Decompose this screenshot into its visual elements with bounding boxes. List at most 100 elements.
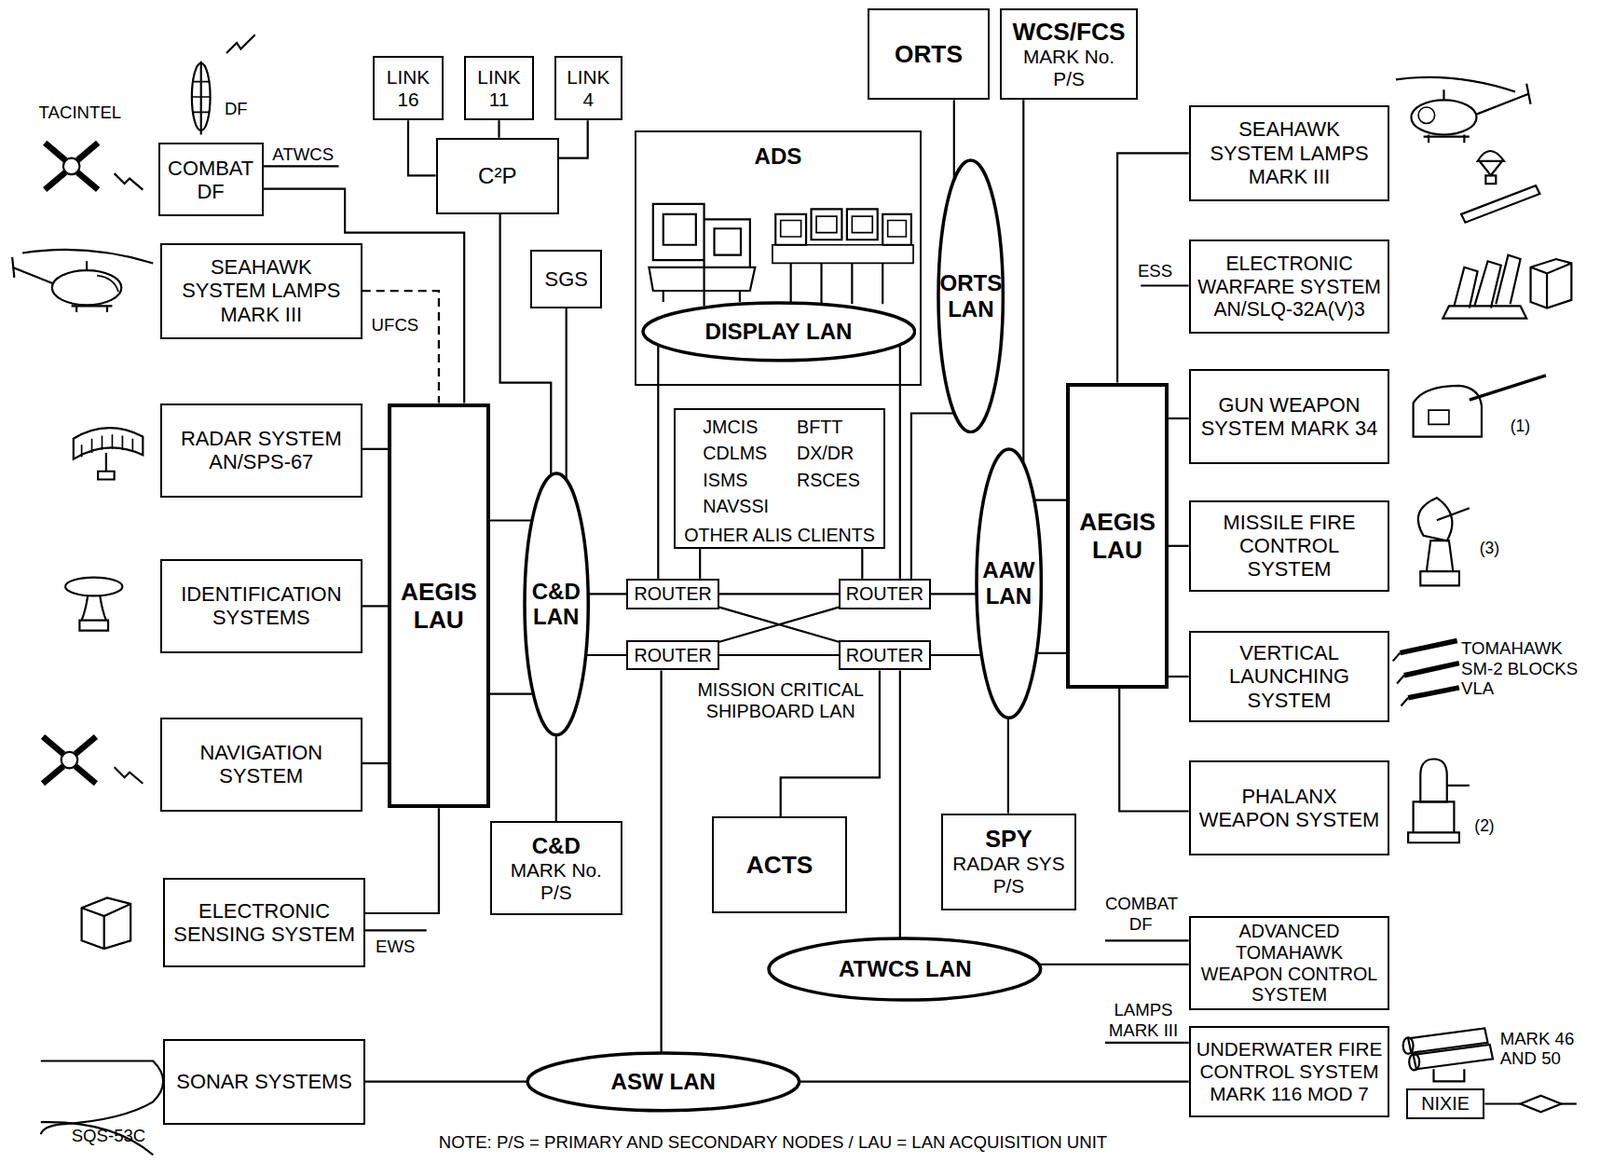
connector-line xyxy=(659,670,662,1053)
ellipse-shape xyxy=(642,302,916,361)
lan-ellipse: ORTS LAN xyxy=(936,158,1005,435)
connector-line xyxy=(362,290,439,403)
lan-ellipse: ATWCS LAN xyxy=(766,936,1043,1002)
system-box: C²P xyxy=(436,137,560,215)
node-label: DISPLAY LAN xyxy=(705,318,853,345)
ellipse-shape xyxy=(976,449,1041,718)
connector-line xyxy=(588,592,627,595)
system-box: WCS/FCSMARK No. P/S xyxy=(999,8,1138,101)
connector-line xyxy=(362,448,388,451)
link-box: LINK 11 xyxy=(464,55,534,121)
node-sublabel: MARK No. P/S xyxy=(496,859,616,904)
text-area: ADS xyxy=(636,132,920,172)
system-box: ELECTRONIC WARFARE SYSTEM AN/SLQ-32A(V)3 xyxy=(1189,239,1391,334)
node-label: JMCIS xyxy=(702,416,758,438)
callout-number: (1) xyxy=(1510,416,1542,436)
node-label: ELECTRONIC WARFARE SYSTEM AN/SLQ-32A(V)3 xyxy=(1195,252,1384,321)
node-label: SEAHAWK SYSTEM LAMPS MARK III xyxy=(166,255,356,327)
node-label: C²P xyxy=(478,163,517,190)
node-label: ROUTER xyxy=(634,583,712,605)
system-box: PHALANX WEAPON SYSTEM xyxy=(1189,760,1391,856)
lan-ellipse: ASW LAN xyxy=(525,1051,802,1113)
connector-line xyxy=(1168,417,1190,420)
group-box: ADS DISPLAY LAN xyxy=(634,130,922,386)
connector-line xyxy=(719,654,839,657)
text-area: SGS xyxy=(532,251,601,306)
node-label: ACTS xyxy=(746,850,814,879)
connector-line xyxy=(911,413,955,579)
text-area: ORTS xyxy=(869,10,988,99)
lan-ellipse: AAW LAN xyxy=(974,447,1043,720)
connector-line xyxy=(719,607,839,643)
node-label: SPY xyxy=(984,825,1032,853)
system-box: SPYRADAR SYS P/S xyxy=(941,813,1078,911)
system-box: NIXIE xyxy=(1406,1088,1485,1120)
system-box: SEAHAWK SYSTEM LAMPS MARK III xyxy=(160,243,363,340)
callout-number: (2) xyxy=(1474,816,1505,835)
text-area: WCS/FCSMARK No. P/S xyxy=(1001,10,1136,99)
connector-line xyxy=(1037,652,1067,655)
node-label: NIXIE xyxy=(1421,1093,1469,1115)
lan-ellipse: C&D LAN xyxy=(522,471,590,738)
node-label: SONAR SYSTEMS xyxy=(176,1069,353,1094)
node-label: GUN WEAPON SYSTEM MARK 34 xyxy=(1195,393,1384,440)
signal-label: COMBAT DF xyxy=(1105,893,1177,934)
connector-line xyxy=(899,344,902,579)
node-label: RADAR SYSTEM AN/SPS-67 xyxy=(166,426,356,474)
text-area: JMCISBFTTCDLMSDX/DRISMSRSCESNAVSSIOTHER … xyxy=(675,410,885,548)
text-area: VERTICAL LAUNCHING SYSTEM xyxy=(1190,632,1389,722)
node-label: LINK 4 xyxy=(560,66,616,111)
text-area: ACTS xyxy=(713,818,846,912)
text-area: RADAR SYSTEM AN/SPS-67 xyxy=(162,405,361,497)
system-box: ELECTRONIC SENSING SYSTEM xyxy=(163,877,366,968)
text-area: AEGIS LAU xyxy=(391,407,487,806)
connector-line xyxy=(490,519,533,521)
system-box: ACTS xyxy=(711,816,848,914)
system-box: SGS xyxy=(530,249,602,308)
connector-line xyxy=(362,604,388,607)
system-box: SEAHAWK SYSTEM LAMPS MARK III xyxy=(1189,105,1391,202)
text-area: UNDERWATER FIRE CONTROL SYSTEM MARK 116 … xyxy=(1190,1027,1389,1117)
network-label: MISSION CRITICAL SHIPBOARD LAN xyxy=(683,679,878,722)
system-box: GUN WEAPON SYSTEM MARK 34 xyxy=(1189,369,1391,465)
connector-line xyxy=(1007,718,1010,814)
text-area: C²P xyxy=(437,139,558,213)
text-area: PHALANX WEAPON SYSTEM xyxy=(1190,762,1389,854)
ellipse-shape xyxy=(768,938,1041,1000)
lau-box: AEGIS LAU xyxy=(1066,382,1169,690)
router-box: ROUTER xyxy=(626,578,720,610)
text-area: ASW LAN xyxy=(525,1051,802,1113)
router-box: ROUTER xyxy=(838,640,931,671)
text-area: ORTS LAN xyxy=(936,158,1005,435)
connector-line xyxy=(362,762,388,765)
text-area: SONAR SYSTEMS xyxy=(164,1040,364,1123)
part-label: SQS-53C xyxy=(71,1125,165,1146)
node-sublabel: CDLMS xyxy=(702,442,767,465)
connector-line xyxy=(1022,99,1025,463)
node-label: LINK 16 xyxy=(379,66,438,111)
node-label: SGS xyxy=(545,267,589,291)
ellipse-shape xyxy=(527,1052,800,1111)
connector-line xyxy=(930,592,977,595)
node-label: AAW LAN xyxy=(976,557,1041,609)
signal-label: ESS xyxy=(1137,260,1179,281)
signal-label: EWS xyxy=(375,936,427,957)
node-sublabel: ISMS xyxy=(702,469,748,492)
system-box: IDENTIFICATION SYSTEMS xyxy=(160,559,363,654)
connector-line xyxy=(559,120,589,159)
text-area: SEAHAWK SYSTEM LAMPS MARK III xyxy=(162,245,361,338)
node-label: COMBAT DF xyxy=(164,156,258,204)
connector-line xyxy=(930,654,982,657)
connector-line xyxy=(1168,545,1190,548)
signal-label: LAMPS MARK III xyxy=(1105,999,1182,1040)
connector-line xyxy=(408,120,437,176)
node-sublabel: RSCES xyxy=(796,469,861,492)
text-area: ADVANCED TOMAHAWK WEAPON CONTROL SYSTEM xyxy=(1190,917,1389,1009)
connector-line xyxy=(1117,152,1190,383)
node-label: IDENTIFICATION SYSTEMS xyxy=(166,582,356,630)
text-area: ROUTER xyxy=(628,580,718,608)
text-area: ATWCS LAN xyxy=(766,936,1043,1002)
connector-line xyxy=(1119,688,1190,811)
